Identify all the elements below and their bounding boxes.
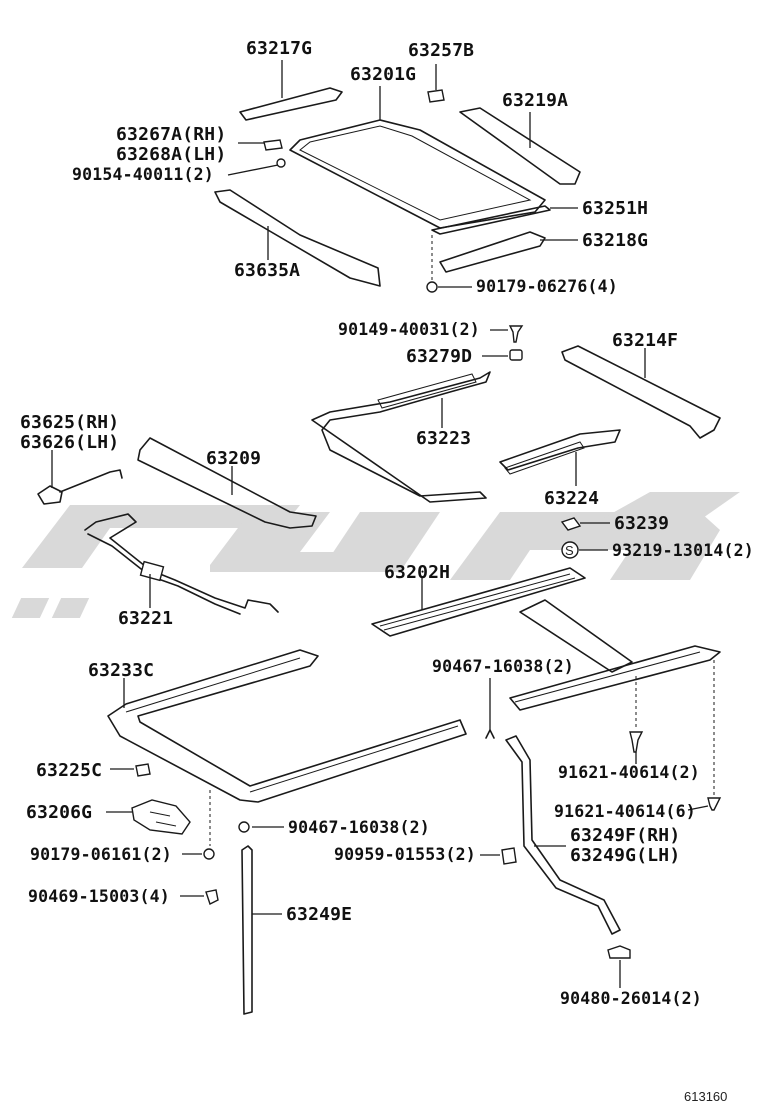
label-63257B: 63257B <box>408 40 474 61</box>
part-63218G <box>439 231 578 273</box>
label-63219A: 63219A <box>502 90 568 111</box>
part-90149 <box>490 325 524 343</box>
part-63249E-drain-hose <box>241 845 282 1015</box>
label-63217G: 63217G <box>246 38 312 59</box>
part-63221-cable <box>84 513 279 615</box>
label-90467-a: 90467-16038(2) <box>432 657 574 676</box>
part-63214F <box>561 345 721 439</box>
label-93219: 93219-13014(2) <box>612 541 754 560</box>
figure-number: 613160 <box>684 1089 727 1104</box>
label-90467-b: 90467-16038(2) <box>288 818 430 837</box>
part-93219-screw <box>561 541 608 559</box>
label-63223: 63223 <box>416 428 471 449</box>
part-90480 <box>607 945 631 988</box>
part-90179-06276 <box>426 235 472 293</box>
part-63239 <box>560 517 610 531</box>
label-63224: 63224 <box>544 488 599 509</box>
label-63206G: 63206G <box>26 802 92 823</box>
part-91621-a <box>629 676 644 764</box>
label-63249F: 63249F(RH) <box>570 825 680 846</box>
label-63221: 63221 <box>118 608 173 629</box>
part-90154-screw <box>227 158 286 176</box>
label-63233C: 63233C <box>88 660 154 681</box>
label-63202H: 63202H <box>384 562 450 583</box>
part-63225C <box>110 763 151 777</box>
part-63625-63626 <box>37 450 123 505</box>
label-63225C: 63225C <box>36 760 102 781</box>
part-63223 <box>311 371 491 503</box>
part-63209 <box>137 437 317 529</box>
label-63218G: 63218G <box>582 230 648 251</box>
label-90480: 90480-26014(2) <box>560 989 702 1008</box>
part-63257B <box>427 64 445 103</box>
label-63279D: 63279D <box>406 346 472 367</box>
part-90469 <box>180 889 219 905</box>
part-90959 <box>480 847 517 865</box>
label-90179-06276: 90179-06276(4) <box>476 277 618 296</box>
label-63214F: 63214F <box>612 330 678 351</box>
label-90149: 90149-40031(2) <box>338 320 480 339</box>
part-63224 <box>499 429 621 486</box>
label-63268A: 63268A(LH) <box>116 144 226 165</box>
part-63279D <box>482 349 523 361</box>
label-90959: 90959-01553(2) <box>334 845 476 864</box>
part-63202H-sunshade <box>371 567 721 711</box>
label-63635A: 63635A <box>234 260 300 281</box>
watermark-logo <box>11 492 740 618</box>
part-90179-06161 <box>182 790 215 860</box>
part-90467-clip-a <box>485 678 495 739</box>
part-63217G <box>239 60 343 121</box>
part-63267A-63268A <box>238 139 283 151</box>
label-63239: 63239 <box>614 513 669 534</box>
screw-symbol: S <box>565 543 574 558</box>
part-90467-clip-b <box>238 821 284 833</box>
label-63249E: 63249E <box>286 904 352 925</box>
part-labels: 63217G 63257B 63201G 63219A 63267A(RH) 6… <box>20 38 754 1104</box>
part-63635A <box>214 189 381 287</box>
part-91621-b <box>687 660 722 811</box>
label-90154: 90154-40011(2) <box>72 165 214 184</box>
label-91621-a: 91621-40614(2) <box>558 763 700 782</box>
part-63201G-glass <box>289 86 546 229</box>
part-63251H <box>431 205 578 235</box>
part-63233C-housing <box>107 649 467 803</box>
label-90179-06161: 90179-06161(2) <box>30 845 172 864</box>
label-63251H: 63251H <box>582 198 648 219</box>
label-63267A: 63267A(RH) <box>116 124 226 145</box>
part-63249F-drain-hose <box>505 735 621 935</box>
label-90469: 90469-15003(4) <box>28 887 170 906</box>
part-63206G-motor <box>106 799 191 835</box>
label-63201G: 63201G <box>350 64 416 85</box>
part-63219A <box>459 107 581 185</box>
label-91621-b: 91621-40614(6) <box>554 802 696 821</box>
label-63626: 63626(LH) <box>20 432 119 453</box>
label-63625: 63625(RH) <box>20 412 119 433</box>
label-63249G: 63249G(LH) <box>570 845 680 866</box>
label-63209: 63209 <box>206 448 261 469</box>
